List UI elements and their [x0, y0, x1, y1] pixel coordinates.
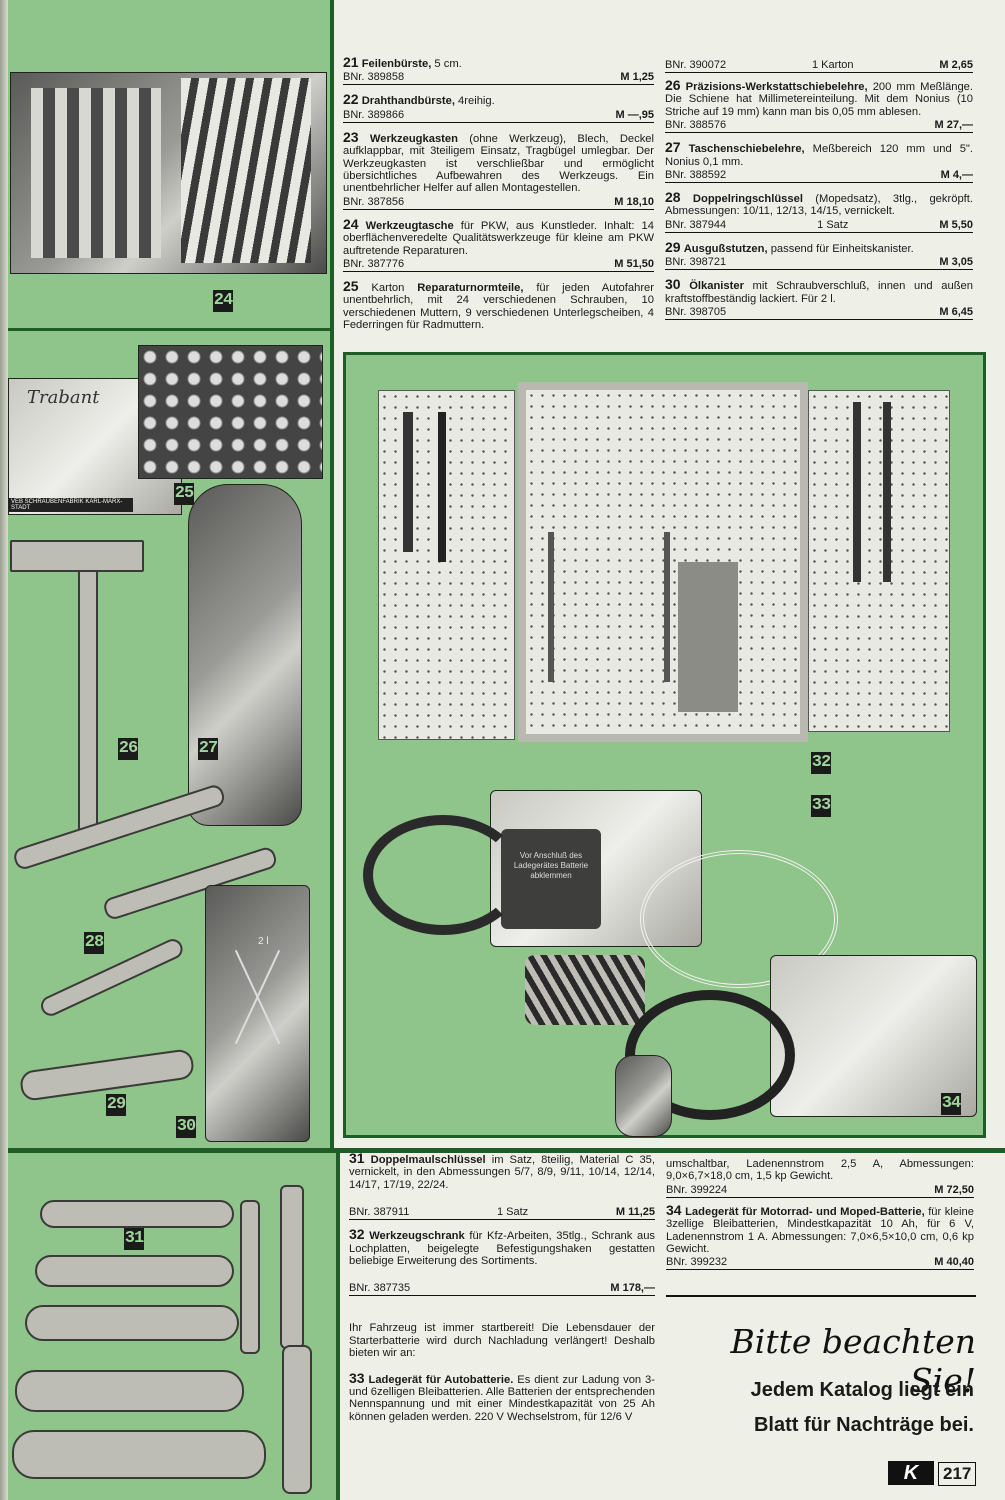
catalog-logo: K — [888, 1461, 934, 1485]
charger-cable-left — [363, 815, 523, 935]
label-26: 26 — [118, 738, 138, 760]
item-32: 32 Werkzeugschrank für Kfz-Arbeiten, 35t… — [349, 1226, 656, 1268]
wrench-1 — [40, 1200, 234, 1228]
canister-label: 2 l — [258, 936, 269, 947]
cabinet-tool-2 — [438, 412, 446, 562]
notice-title: Bitte beachten Sie! — [730, 1322, 976, 1400]
column-rule-horizontal — [8, 1148, 1005, 1153]
catalog-logo-text: K — [903, 1462, 919, 1484]
cabinet-tool-1 — [403, 412, 413, 552]
item-25: 25 Karton Reparaturnormteile, für jeden … — [343, 278, 654, 332]
text-col-bottom-mid: 31 Doppelmaulschlüssel im Satz, 8teilig,… — [349, 1150, 656, 1423]
item-22: 22 Drahthandbürste, 4reihig. — [343, 91, 495, 108]
cabinet-tool-4 — [678, 562, 738, 712]
charger-label: Vor Anschluß des Ladegerätes Batterie ab… — [513, 851, 589, 880]
cabinet-photo — [378, 382, 956, 745]
cabinet-tool-5 — [853, 402, 861, 582]
item-31: 31 Doppelmaulschlüssel im Satz, 8teilig,… — [349, 1150, 655, 1191]
item-27: 27 Taschenschiebelehre, Meßbereich 120 m… — [665, 139, 973, 168]
wrench-8 — [282, 1345, 312, 1494]
notice-rule — [666, 1295, 976, 1297]
label-33: 33 — [811, 795, 831, 817]
item-34: 34 Ladegerät für Motorrad- und Moped-Bat… — [666, 1201, 974, 1256]
caliper-jaws — [10, 540, 144, 572]
item-33: 33 Ladegerät für Autobatterie. Es dient … — [349, 1369, 656, 1423]
label-24: 24 — [213, 290, 233, 312]
page-number: 217 — [938, 1462, 977, 1486]
text-col-bottom-right: umschaltbar, Ladenennstrom 2,5 A, Abmess… — [666, 1158, 974, 1271]
cabinet-door-right — [808, 390, 950, 732]
wrench-holder — [181, 78, 311, 263]
item-24: 24 Werkzeugtasche für PKW, aus Kunstlede… — [343, 215, 654, 257]
oil-canister: 2 l — [205, 885, 310, 1142]
label-34: 34 — [941, 1093, 961, 1115]
parts-tray — [138, 345, 323, 479]
box-maker: VEB SCHRAUBENFABRIK KARL-MARX-STADT — [9, 498, 133, 512]
separator-24 — [8, 328, 330, 331]
moped-battery-charger — [770, 955, 977, 1117]
tool-bag-photo — [10, 72, 327, 274]
item-30: 30 Ölkanister mit Schraubverschluß, inne… — [665, 276, 973, 305]
cabinet-tool-3 — [548, 532, 670, 682]
item-23: 23 Werkzeugkasten (ohne Werkzeug), Blech… — [343, 128, 655, 195]
charger-cable-coil — [640, 850, 838, 988]
wrench-2 — [35, 1255, 234, 1287]
item-33-continued: umschaltbar, Ladenennstrom 2,5 A, Abmess… — [666, 1158, 974, 1183]
label-30: 30 — [176, 1116, 196, 1138]
battery-clamps — [525, 955, 645, 1025]
label-29: 29 — [106, 1094, 126, 1116]
label-25: 25 — [174, 483, 194, 505]
column-rule-vertical — [330, 0, 334, 1148]
wrench-6 — [240, 1200, 260, 1354]
cabinet-tool-6 — [883, 402, 891, 582]
label-28: 28 — [84, 932, 104, 954]
cabinet-body — [518, 382, 808, 742]
wrench-4 — [15, 1370, 244, 1412]
item-28: 28 Doppelringschlüssel (Mopedsatz), 3tlg… — [665, 189, 973, 218]
label-32: 32 — [811, 752, 831, 774]
column-rule-vertical-bottom — [336, 1153, 340, 1500]
battery-intro: Ihr Fahrzeug ist immer startbereit! Die … — [349, 1322, 655, 1360]
wrench-7 — [280, 1185, 304, 1349]
wrench-5 — [12, 1430, 266, 1479]
label-31: 31 — [124, 1228, 144, 1250]
mains-plug — [615, 1055, 672, 1137]
cabinet-door-left — [378, 390, 515, 740]
box-brand: Trabant — [27, 387, 100, 408]
label-27: 27 — [198, 738, 218, 760]
item-21: 21 Feilenbürste, 5 cm. — [343, 54, 462, 70]
caliper-beam — [78, 540, 98, 844]
item-26: 26 Präzisions-Werkstattschiebelehre, 200… — [665, 77, 973, 118]
notice-line-1: Jedem Katalog liegt ein — [750, 1379, 974, 1401]
notice-line-2: Blatt für Nachträge bei. — [753, 1414, 974, 1436]
pocket-caliper-case — [188, 484, 302, 826]
item-29: 29 Ausgußstutzen, passend für Einheitska… — [665, 238, 914, 255]
page-binding — [0, 0, 8, 1500]
pliers-holder — [31, 88, 161, 258]
wrench-3 — [25, 1305, 239, 1341]
